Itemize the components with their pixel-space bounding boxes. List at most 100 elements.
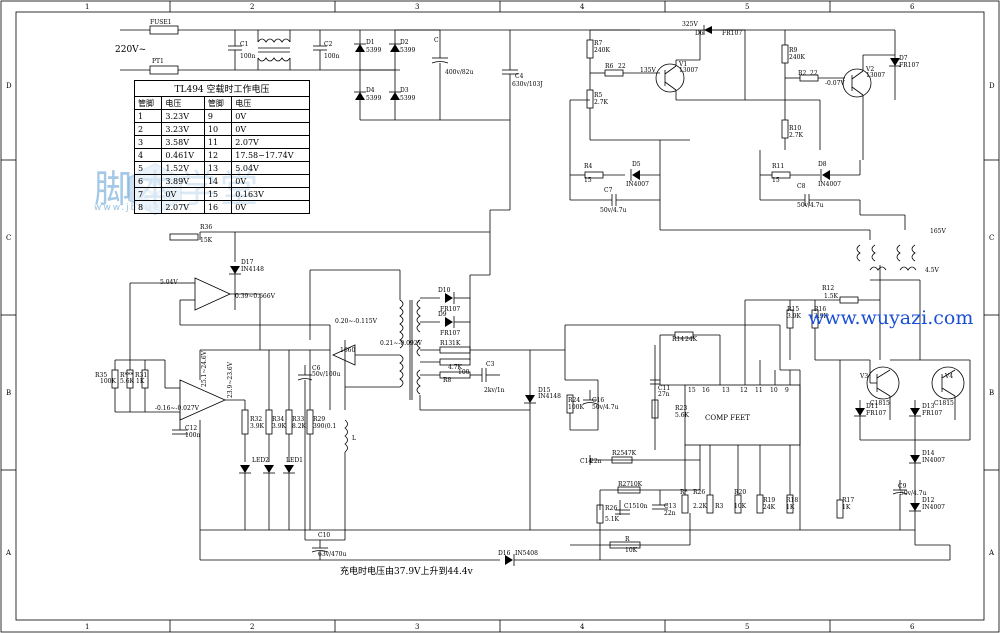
col-label: 1 [85,623,89,631]
c3-label: C3 [486,361,495,368]
d12-value: IN4007 [922,504,945,511]
ic-pin: 15 [688,387,696,394]
d13-value: FR107 [922,410,942,417]
choke-coil-bottom [257,57,291,62]
v165-label: 165V [930,228,946,235]
row-label: D [989,82,995,90]
r2-value: 22 [810,70,818,77]
r11-label: R11 [772,163,784,170]
header-pin: 管脚 [203,96,233,110]
r6-label: R6 [605,63,614,70]
r12-value: 1.5K [824,293,839,300]
r14-label: R14 [672,336,684,343]
table-cell: 3.89V [161,174,205,188]
table-cell: 15 [203,187,233,201]
c1-value: 100n [240,53,255,60]
d14-value: IN4007 [922,457,945,464]
d6-label: D6 [695,30,704,37]
v1-value: 13007 [679,67,698,74]
r19-label: R19 [763,497,775,504]
table-cell: 5 [133,161,163,175]
ac-input-section [120,25,440,121]
r14-value: 24K [685,336,698,343]
r7-value: 240K [594,47,610,54]
d9-value: FR107 [440,330,460,337]
col-label: 4 [580,3,585,11]
row-label: A [5,549,12,557]
table-cell: 0V [161,187,205,201]
table-title: TL494 空载时工作电压 [134,80,310,96]
opamp2-voltage-a: 25.1~24.6V [201,350,208,387]
r25-label: R25 [612,450,624,457]
r18-value: 1K [786,504,795,511]
r16-value: 3.9K [814,313,829,320]
v4-label: V4 [944,373,953,380]
r12-label: R12 [822,285,834,292]
col-label: 3 [415,3,419,11]
c9-label: C9 [898,483,907,490]
fuse-label: FUSE1 [150,19,172,26]
d7-value: FR107 [899,62,919,69]
ac-input-label: 220V~ [115,45,146,55]
opamp2-voltage-b: 23.9~23.6V [227,361,234,398]
rn-value: 100 [458,369,470,376]
r3-value: 2.2K [693,503,708,510]
r8-value: 4.7K [448,364,463,371]
table-cell: 2.07V [161,200,205,214]
v4-transistor [931,366,965,400]
r34-label: R34 [272,416,284,423]
v2-label: V2 [865,66,874,73]
c4-label: C4 [515,73,524,80]
table-cell: 1 [133,109,163,123]
r31-value: 1K [136,378,145,385]
table-cell: 1.52V [161,161,205,175]
ic-pin: 12 [740,387,748,394]
c16-label: C16 [592,397,604,404]
r10-label: R10 [789,125,801,132]
v020-label: 0.20~-0.115V [335,318,378,325]
pt1-symbol [149,65,179,75]
header-voltage: 电压 [231,96,310,110]
d14-label: D14 [922,450,935,457]
r17-label: R17 [842,497,854,504]
d1-label: D1 [366,39,375,46]
r7-label: R7 [594,40,603,47]
d2-value: 5399 [400,47,415,54]
d6-value: FR107 [722,30,742,37]
d16-value: IN5408 [515,550,538,557]
col-label: 2 [250,623,254,631]
c2-value: 100n [324,53,339,60]
pt1-label: PT1 [152,58,164,65]
c15-label: C15 [624,503,636,510]
table-cell: 12 [203,148,233,162]
r27-label: R27 [618,481,630,488]
d15-label: D15 [538,387,551,394]
table-cell: 0.461V [161,148,205,162]
d10-value: FR107 [440,306,460,313]
col-label: 5 [745,623,749,631]
row-label: C [6,234,11,242]
r32-value: 3.9K [250,423,265,430]
table-cell: 0.163V [231,187,310,201]
r8-label: R8 [443,377,452,384]
r34-value: 3.9K [272,423,287,430]
header-pin: 管脚 [133,96,163,110]
table-cell: 3.23V [161,122,205,136]
d7-label: D7 [899,55,908,62]
col-label: 3 [415,623,419,631]
r19-value: 24K [763,504,776,511]
row-label: D [6,82,12,90]
d13-label: D13 [922,403,935,410]
d2-label: D2 [400,39,409,46]
d4-value: 5399 [366,95,381,102]
rx-label: R* [680,489,688,496]
c7-label: C7 [604,187,613,194]
v4-value: C1815 [934,400,954,407]
table-cell: 9 [203,109,233,123]
v3-value: C1815 [870,400,890,407]
c2-label: C2 [324,41,333,48]
